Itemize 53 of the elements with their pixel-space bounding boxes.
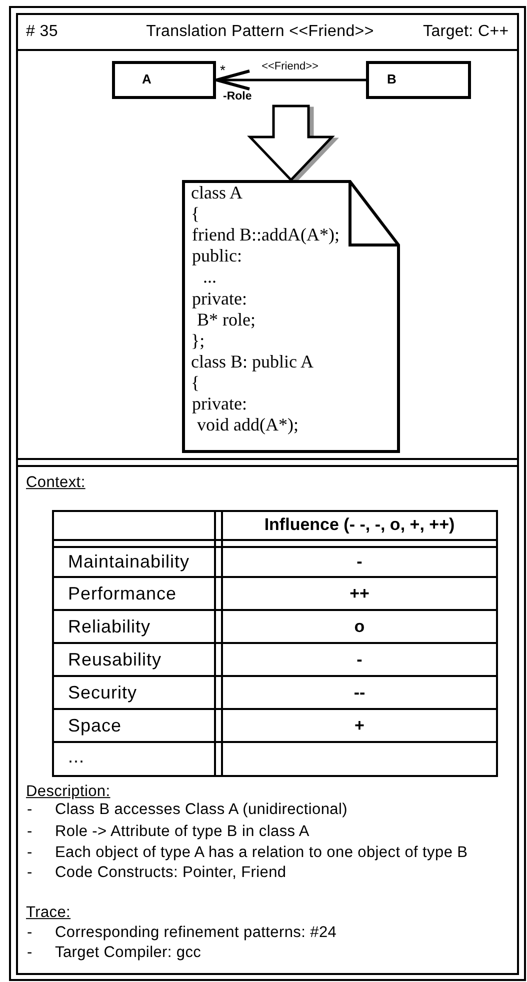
code-line: void add(A*); bbox=[197, 414, 298, 436]
code-line: B* role; bbox=[197, 309, 256, 330]
list-item: Class B accesses Class A (unidirectional) bbox=[55, 801, 348, 819]
pattern-number: # 35 bbox=[26, 22, 58, 41]
influence-rating: - bbox=[356, 552, 362, 572]
code-line: private: bbox=[192, 288, 247, 309]
list-item: Role -> Attribute of type B in class A bbox=[55, 822, 310, 840]
association-arrow bbox=[215, 70, 366, 90]
quality-attribute: Performance bbox=[68, 583, 177, 604]
quality-attribute: Maintainability bbox=[68, 552, 190, 572]
multiplicity-label: * bbox=[220, 62, 226, 78]
column-header: Influence (- -, -, o, +, ++) bbox=[264, 515, 455, 535]
quality-attribute: Reusability bbox=[68, 649, 162, 670]
code-line: }; bbox=[191, 330, 205, 352]
code-line: ... bbox=[203, 267, 216, 288]
class-box bbox=[366, 61, 471, 99]
section-heading: Description: bbox=[26, 783, 110, 801]
influence-rating: ++ bbox=[350, 584, 370, 604]
pattern-title: Translation Pattern <<Friend>> bbox=[146, 22, 374, 41]
block-arrow bbox=[247, 104, 335, 182]
code-document bbox=[182, 180, 400, 453]
section-heading: Context: bbox=[26, 474, 86, 492]
code-line: friend B::addA(A*); bbox=[192, 224, 340, 246]
list-item: Target Compiler: gcc bbox=[55, 944, 202, 962]
quality-attribute: Space bbox=[68, 715, 122, 736]
influence-rating: - bbox=[356, 650, 362, 670]
class-box bbox=[112, 61, 216, 99]
list-bullet: - bbox=[27, 864, 32, 882]
code-line: class A bbox=[191, 182, 242, 204]
list-item: Each object of type A has a relation to one object of type B bbox=[55, 844, 468, 862]
quality-attribute: Security bbox=[68, 682, 138, 703]
code-line: class B: public A bbox=[191, 351, 314, 372]
quality-attribute: Reliability bbox=[68, 616, 151, 637]
code-line: public: bbox=[192, 246, 242, 267]
code-line: { bbox=[191, 204, 200, 224]
list-bullet: - bbox=[27, 844, 32, 862]
role-label: -Role bbox=[223, 90, 252, 104]
list-bullet: - bbox=[27, 924, 32, 942]
influence-rating: o bbox=[354, 616, 365, 636]
class-name: A bbox=[142, 72, 152, 88]
class-name: B bbox=[387, 72, 396, 88]
target-language: Target: C++ bbox=[423, 22, 509, 41]
list-bullet: - bbox=[27, 822, 32, 840]
list-bullet: - bbox=[27, 944, 32, 962]
list-bullet: - bbox=[27, 801, 32, 819]
row-ellipsis: ... bbox=[68, 746, 85, 768]
list-item: Code Constructs: Pointer, Friend bbox=[55, 864, 286, 882]
code-line: private: bbox=[192, 394, 247, 414]
influence-rating: -- bbox=[354, 682, 366, 702]
influence-rating: + bbox=[354, 716, 364, 736]
section-heading: Trace: bbox=[26, 904, 71, 922]
list-item: Corresponding refinement patterns: #24 bbox=[55, 924, 337, 942]
code-line: { bbox=[191, 372, 200, 394]
